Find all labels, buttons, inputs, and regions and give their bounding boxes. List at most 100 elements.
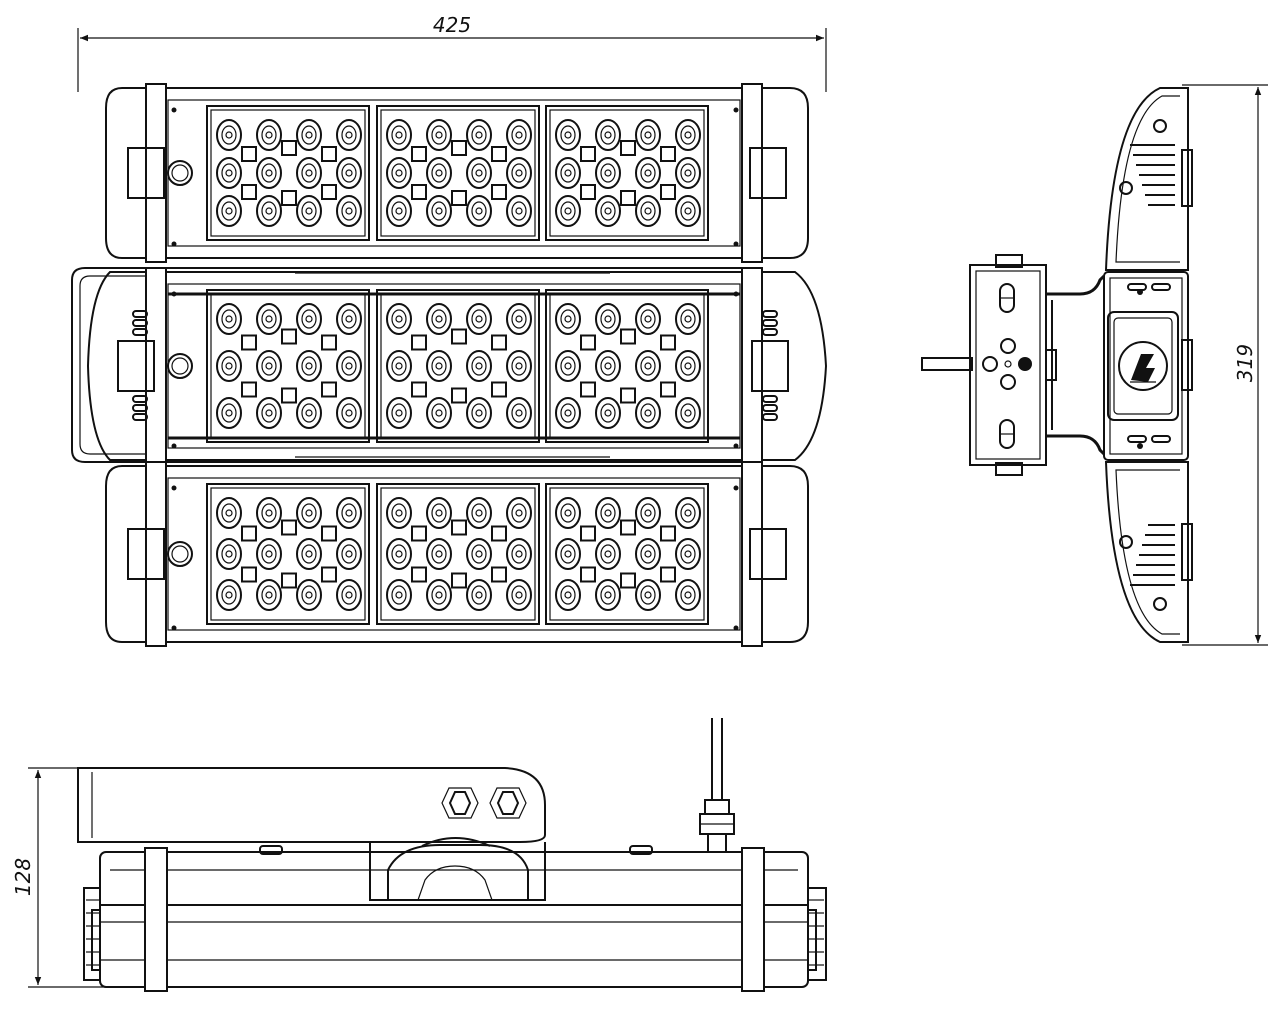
led-lens xyxy=(595,195,621,227)
led-lens xyxy=(426,350,452,382)
led-module xyxy=(376,105,540,241)
led-module xyxy=(376,289,540,443)
led-chip xyxy=(491,146,507,162)
led-lens xyxy=(466,397,492,429)
led-lens xyxy=(426,303,452,335)
led-chip xyxy=(620,387,636,404)
led-lens xyxy=(426,397,452,429)
led-chip xyxy=(241,146,257,162)
side-body-middle xyxy=(1103,271,1189,461)
led-lens xyxy=(216,350,242,382)
led-chip xyxy=(241,566,257,583)
led-lens xyxy=(635,350,661,382)
led-lens xyxy=(336,350,362,382)
led-lens xyxy=(595,497,621,529)
led-lens xyxy=(466,497,492,529)
led-chip xyxy=(281,387,297,404)
bottom-view xyxy=(77,718,827,992)
dimension-height: 319 xyxy=(1182,84,1268,646)
led-lens xyxy=(595,579,621,611)
bottom-mounting-arm xyxy=(77,767,546,843)
led-lens xyxy=(635,538,661,570)
led-chip xyxy=(411,334,427,351)
led-lens xyxy=(675,350,701,382)
led-chip xyxy=(580,566,596,583)
led-lens xyxy=(426,195,452,227)
led-lens xyxy=(466,303,492,335)
led-chip xyxy=(660,525,676,542)
led-chip xyxy=(620,572,636,589)
led-lens xyxy=(555,579,581,611)
led-lens xyxy=(555,157,581,189)
led-lens xyxy=(555,119,581,151)
led-lens xyxy=(296,350,322,382)
led-chip xyxy=(451,190,467,206)
led-lens xyxy=(296,497,322,529)
led-chip xyxy=(321,381,337,398)
led-lens xyxy=(336,538,362,570)
led-chip xyxy=(411,184,427,200)
led-chip xyxy=(241,334,257,351)
dimension-depth-label: 128 xyxy=(11,858,35,896)
led-lens xyxy=(256,303,282,335)
led-chip xyxy=(491,184,507,200)
led-chip xyxy=(241,381,257,398)
led-lens xyxy=(296,579,322,611)
led-lens xyxy=(466,119,492,151)
led-chip xyxy=(281,328,297,345)
led-lens xyxy=(386,195,412,227)
dimension-depth: 128 xyxy=(11,767,140,988)
led-lens xyxy=(336,303,362,335)
led-lens xyxy=(296,538,322,570)
led-lens xyxy=(466,195,492,227)
led-lens xyxy=(555,497,581,529)
led-lens xyxy=(675,157,701,189)
led-chip xyxy=(491,334,507,351)
led-chip xyxy=(451,387,467,404)
led-chip xyxy=(281,190,297,206)
led-module xyxy=(206,483,370,625)
led-lens xyxy=(675,195,701,227)
led-lens xyxy=(256,579,282,611)
yoke-arm xyxy=(1046,274,1106,296)
led-chip xyxy=(321,146,337,162)
led-chip xyxy=(281,519,297,536)
side-cable xyxy=(921,357,973,371)
led-lens xyxy=(466,157,492,189)
led-chip xyxy=(411,146,427,162)
led-lens xyxy=(256,119,282,151)
led-lens xyxy=(256,397,282,429)
dimension-width: 425 xyxy=(77,13,827,92)
led-lens xyxy=(386,350,412,382)
led-lens xyxy=(336,119,362,151)
side-wing-top xyxy=(1104,87,1189,271)
led-lens xyxy=(595,538,621,570)
led-module xyxy=(206,105,370,241)
led-lens xyxy=(386,497,412,529)
led-lens xyxy=(506,497,532,529)
led-lens xyxy=(296,303,322,335)
led-lens xyxy=(635,119,661,151)
led-chip xyxy=(660,381,676,398)
led-lens xyxy=(256,350,282,382)
led-lens xyxy=(296,397,322,429)
led-lens xyxy=(336,579,362,611)
led-lens xyxy=(256,157,282,189)
led-lens xyxy=(216,157,242,189)
led-lens xyxy=(386,579,412,611)
led-lens xyxy=(466,538,492,570)
led-lens xyxy=(386,119,412,151)
led-lens xyxy=(635,157,661,189)
led-chip xyxy=(660,184,676,200)
led-lens xyxy=(635,303,661,335)
led-lens xyxy=(675,119,701,151)
led-lens xyxy=(555,195,581,227)
led-module xyxy=(545,289,709,443)
led-lens xyxy=(675,497,701,529)
led-lens xyxy=(506,119,532,151)
led-chip xyxy=(451,328,467,345)
led-chip xyxy=(321,184,337,200)
led-lens xyxy=(506,350,532,382)
led-lens xyxy=(256,497,282,529)
led-lens xyxy=(216,497,242,529)
